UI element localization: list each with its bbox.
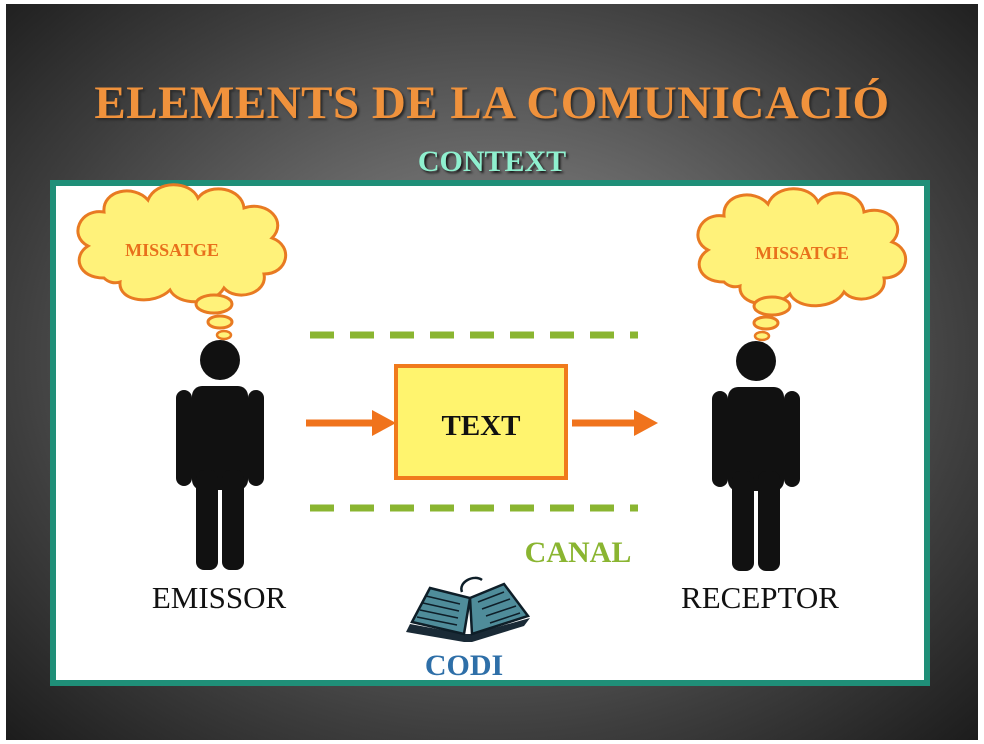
code-label: CODI bbox=[425, 649, 503, 682]
emitter-label: EMISSOR bbox=[152, 580, 287, 615]
page-title: ELEMENTS DE LA COMUNICACIÓ bbox=[94, 77, 890, 129]
emitter-person-icon bbox=[176, 340, 264, 570]
communication-diagram: MISSATGE MISSATGE TEXT bbox=[76, 183, 908, 682]
slide: ELEMENTS DE LA COMUNICACIÓ CONTEXT MISSA… bbox=[6, 4, 978, 740]
arrow-right-icon bbox=[306, 410, 396, 436]
receiver-thought-cloud-icon bbox=[696, 187, 908, 342]
emitter-thought-cloud-icon bbox=[76, 183, 288, 341]
open-book-icon bbox=[406, 576, 531, 642]
channel-label: CANAL bbox=[525, 536, 632, 569]
receiver-message-label: MISSATGE bbox=[755, 243, 849, 263]
emitter-message-label: MISSATGE bbox=[125, 240, 219, 260]
message-text-box bbox=[394, 364, 568, 480]
context-label: CONTEXT bbox=[417, 145, 567, 178]
arrow-right-icon bbox=[572, 410, 658, 436]
message-text-label: TEXT bbox=[442, 410, 521, 442]
receiver-person-icon bbox=[712, 341, 800, 571]
receiver-label: RECEPTOR bbox=[681, 580, 839, 615]
